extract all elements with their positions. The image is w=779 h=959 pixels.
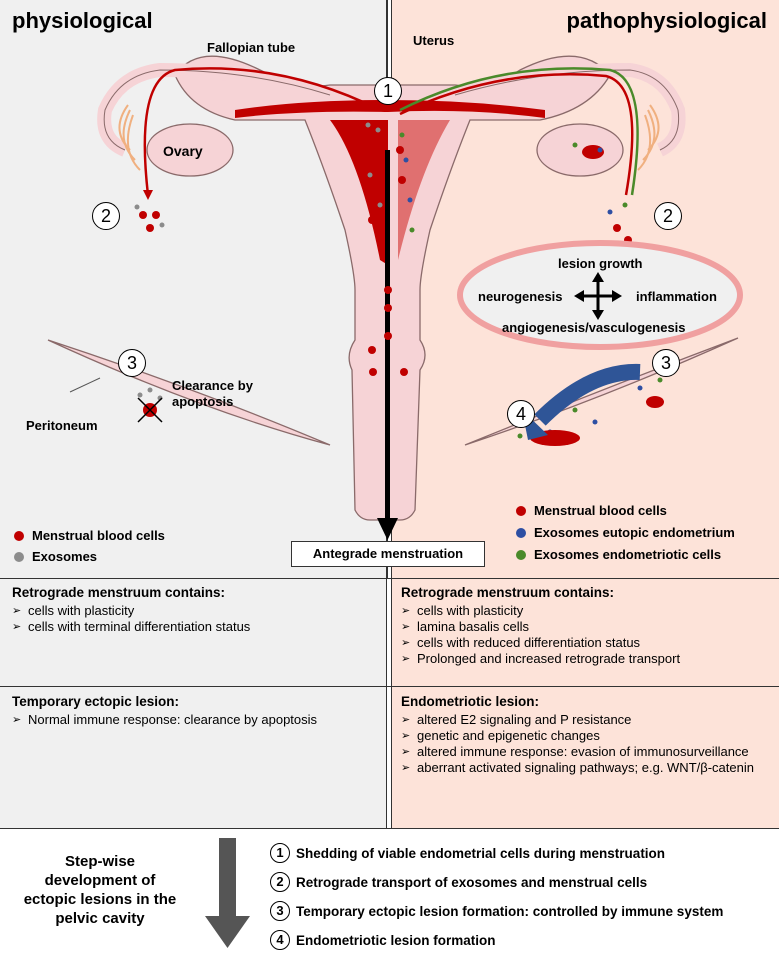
legend-right: Menstrual blood cells Exosomes eutopic e… bbox=[516, 503, 735, 562]
right-peritoneum bbox=[464, 337, 739, 446]
legend-item: Exosomes endometriotic cells bbox=[516, 547, 735, 562]
section-heading: Retrograde menstruum contains: bbox=[12, 585, 226, 600]
list-item: lamina basalis cells bbox=[401, 619, 771, 635]
right-transport-green bbox=[399, 67, 639, 196]
green-exosome-icon bbox=[516, 549, 526, 560]
list-item: genetic and epigenetic changes bbox=[401, 728, 771, 744]
right-transport-red bbox=[399, 73, 634, 196]
list-item: Normal immune response: clearance by apo… bbox=[12, 712, 377, 728]
blood-cell-icon bbox=[516, 505, 526, 516]
clearance-label-1: Clearance by bbox=[172, 378, 253, 393]
legend-item: Menstrual blood cells bbox=[14, 528, 165, 543]
blue-exosome-icon bbox=[516, 527, 526, 538]
green-exosomes bbox=[399, 132, 663, 439]
list-item: aberrant activated signaling pathways; e… bbox=[401, 760, 771, 776]
section-heading: Temporary ectopic lesion: bbox=[12, 694, 180, 709]
left-ovary bbox=[146, 123, 234, 177]
section-heading: Retrograde menstruum contains: bbox=[401, 585, 615, 600]
step-4-marker: 4 bbox=[507, 400, 535, 428]
right-fimbriae bbox=[637, 104, 660, 171]
antegrade-label: Antegrade menstruation bbox=[291, 541, 485, 567]
clearance-label-2: apoptosis bbox=[172, 394, 234, 409]
exosome-icon bbox=[14, 551, 24, 562]
right-tube-outline bbox=[454, 69, 680, 151]
peritoneum-leader bbox=[69, 377, 101, 393]
step-1-marker: 1 bbox=[374, 77, 402, 105]
antegrade-arrow-head bbox=[377, 518, 398, 540]
list-item: Prolonged and increased retrograde trans… bbox=[401, 651, 771, 667]
fallopian-tube-label: Fallopian tube bbox=[207, 40, 296, 55]
right-lining-shed bbox=[398, 120, 450, 260]
right-lesion-section: Endometriotic lesion: altered E2 signali… bbox=[401, 694, 771, 776]
legend-item: Menstrual blood cells bbox=[516, 503, 735, 518]
ovary-label: Ovary bbox=[163, 143, 203, 159]
left-transport-path bbox=[143, 67, 381, 196]
legend-item: Exosomes eutopic endometrium bbox=[516, 525, 735, 540]
uterus-label: Uterus bbox=[413, 33, 455, 48]
pathophysiological-title: pathophysiological bbox=[566, 8, 767, 33]
section-heading: Endometriotic lesion: bbox=[401, 694, 540, 709]
list-item: cells with plasticity bbox=[401, 603, 771, 619]
blood-cell-icon bbox=[14, 530, 24, 541]
blood-drops bbox=[139, 146, 632, 376]
progression-arrow bbox=[534, 363, 641, 426]
list-item: altered immune response: evasion of immu… bbox=[401, 744, 771, 760]
right-ovary bbox=[536, 123, 624, 177]
step-3-marker-right: 3 bbox=[652, 349, 680, 377]
step-2-marker-left: 2 bbox=[92, 202, 120, 230]
peritoneum-label: Peritoneum bbox=[26, 418, 98, 433]
left-retrograde-section: Retrograde menstruum contains: cells wit… bbox=[12, 585, 377, 635]
list-item: cells with plasticity bbox=[12, 603, 377, 619]
cloud-bottom: angiogenesis/vasculogenesis bbox=[502, 320, 686, 335]
legend-item: Exosomes bbox=[14, 549, 165, 564]
cross-arrows bbox=[582, 280, 614, 312]
grey-exosomes bbox=[134, 122, 383, 401]
left-lesion-section: Temporary ectopic lesion: Normal immune … bbox=[12, 694, 377, 728]
cloud-right: inflammation bbox=[636, 289, 717, 304]
endometrial-lining bbox=[235, 100, 545, 118]
cloud-top: lesion growth bbox=[558, 256, 643, 271]
list-item: cells with reduced differentiation statu… bbox=[401, 635, 771, 651]
stepwise-title: Step-wise development of ectopic lesions… bbox=[23, 853, 177, 927]
temporary-lesion bbox=[646, 396, 664, 408]
physiological-title: physiological bbox=[12, 8, 153, 33]
legend-left: Menstrual blood cells Exosomes bbox=[14, 528, 165, 564]
down-arrow-icon bbox=[205, 838, 250, 948]
cloud-left: neurogenesis bbox=[478, 289, 563, 304]
left-fimbriae bbox=[118, 104, 141, 171]
list-item: altered E2 signaling and P resistance bbox=[401, 712, 771, 728]
step-3-marker-left: 3 bbox=[118, 349, 146, 377]
list-item: cells with terminal differentiation stat… bbox=[12, 619, 377, 635]
step-2-marker-right: 2 bbox=[654, 202, 682, 230]
left-tube-outline bbox=[103, 69, 331, 151]
right-retrograde-section: Retrograde menstruum contains: cells wit… bbox=[401, 585, 771, 667]
